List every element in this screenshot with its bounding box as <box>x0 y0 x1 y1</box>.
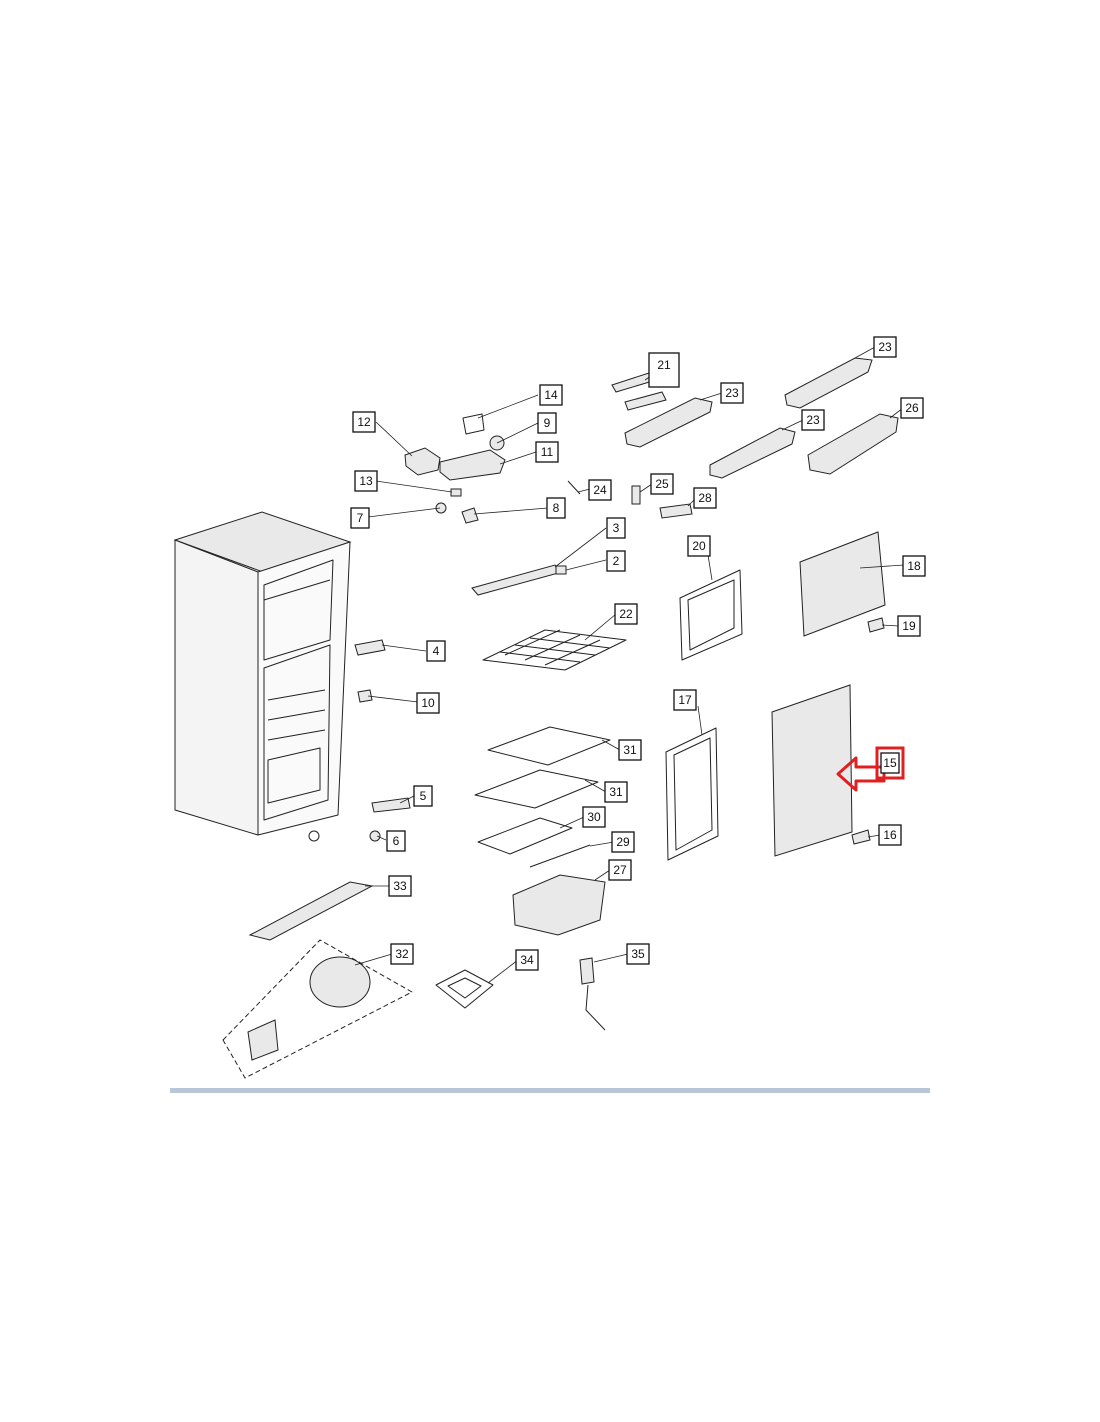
callout-text: 7 <box>357 511 364 525</box>
callout-label: 21 <box>648 352 680 388</box>
callout-label: 7 <box>350 507 370 529</box>
callout-label: 5 <box>413 785 433 807</box>
callout-text: 34 <box>520 953 534 967</box>
callout-label: 16 <box>878 824 902 846</box>
callout-text: 16 <box>883 828 897 842</box>
callout-label: 26 <box>900 397 924 419</box>
callout-label: 2 <box>606 550 626 572</box>
callout-text: 29 <box>616 835 630 849</box>
callout-text: 35 <box>631 947 645 961</box>
callout-text: 5 <box>420 789 427 803</box>
callout-text: 23 <box>878 340 892 354</box>
callout-text: 23 <box>806 413 820 427</box>
callout-label: 14 <box>539 384 563 406</box>
callout-text: 12 <box>357 415 371 429</box>
callout-text: 19 <box>902 619 916 633</box>
callout-text: 25 <box>655 477 669 491</box>
callout-label: 11 <box>535 441 559 463</box>
fridge-cabinet <box>173 511 352 842</box>
callout-label: 35 <box>626 943 650 965</box>
callout-label: 23 <box>720 382 744 404</box>
callout-label: 12 <box>352 411 376 433</box>
callout-text: 17 <box>678 693 692 707</box>
callout-label: 24 <box>588 479 612 501</box>
callout-text: 32 <box>395 947 409 961</box>
callout-text: 3 <box>613 521 620 535</box>
callout-label-highlighted: 15 <box>875 746 905 780</box>
callout-label: 18 <box>902 555 926 577</box>
callout-text: 13 <box>359 474 373 488</box>
callout-label: 29 <box>611 831 635 853</box>
callout-label: 30 <box>582 806 606 828</box>
callout-label: 28 <box>693 487 717 509</box>
callout-label: 34 <box>515 949 539 971</box>
leader-lines <box>354 346 905 984</box>
callout-text: 8 <box>553 501 560 515</box>
callout-text: 22 <box>619 607 633 621</box>
callout-text: 20 <box>692 539 706 553</box>
callout-label: 3 <box>606 517 626 539</box>
callout-text: 10 <box>421 696 435 710</box>
callout-label: 8 <box>546 497 566 519</box>
callout-text: 9 <box>544 416 551 430</box>
baseline-bar <box>170 1088 930 1093</box>
callout-label: 31 <box>618 739 642 761</box>
callout-text: 4 <box>433 644 440 658</box>
callout-text: 6 <box>393 834 400 848</box>
callout-label: 19 <box>897 615 921 637</box>
callout-label: 10 <box>416 692 440 714</box>
callout-label: 22 <box>614 603 638 625</box>
callout-label: 27 <box>608 859 632 881</box>
callout-text: 23 <box>725 386 739 400</box>
callout-label: 32 <box>390 943 414 965</box>
callout-label: 31 <box>604 781 628 803</box>
callout-label: 4 <box>426 640 446 662</box>
callout-label: 6 <box>386 830 406 852</box>
callout-label: 25 <box>650 473 674 495</box>
highlight-arrow-icon <box>836 756 886 792</box>
callout-text: 24 <box>593 483 607 497</box>
callout-text: 31 <box>623 743 637 757</box>
callout-label: 33 <box>388 875 412 897</box>
callout-text: 15 <box>883 756 897 770</box>
callout-label: 23 <box>873 336 897 358</box>
callout-label: 17 <box>673 689 697 711</box>
callout-text: 2 <box>613 554 620 568</box>
callout-text: 30 <box>587 810 601 824</box>
callout-label: 13 <box>354 470 378 492</box>
callout-label: 23 <box>801 409 825 431</box>
callout-label: 9 <box>537 412 557 434</box>
part-shapes <box>222 357 899 1079</box>
callout-text: 31 <box>609 785 623 799</box>
callout-text: 14 <box>544 388 558 402</box>
callout-text: 26 <box>905 401 919 415</box>
callout-text: 11 <box>541 445 554 459</box>
callout-text: 33 <box>393 879 407 893</box>
callout-text: 28 <box>698 491 712 505</box>
callout-label: 20 <box>687 535 711 557</box>
callout-text: 21 <box>657 358 671 372</box>
callout-text: 18 <box>907 559 921 573</box>
callout-text: 27 <box>613 863 627 877</box>
